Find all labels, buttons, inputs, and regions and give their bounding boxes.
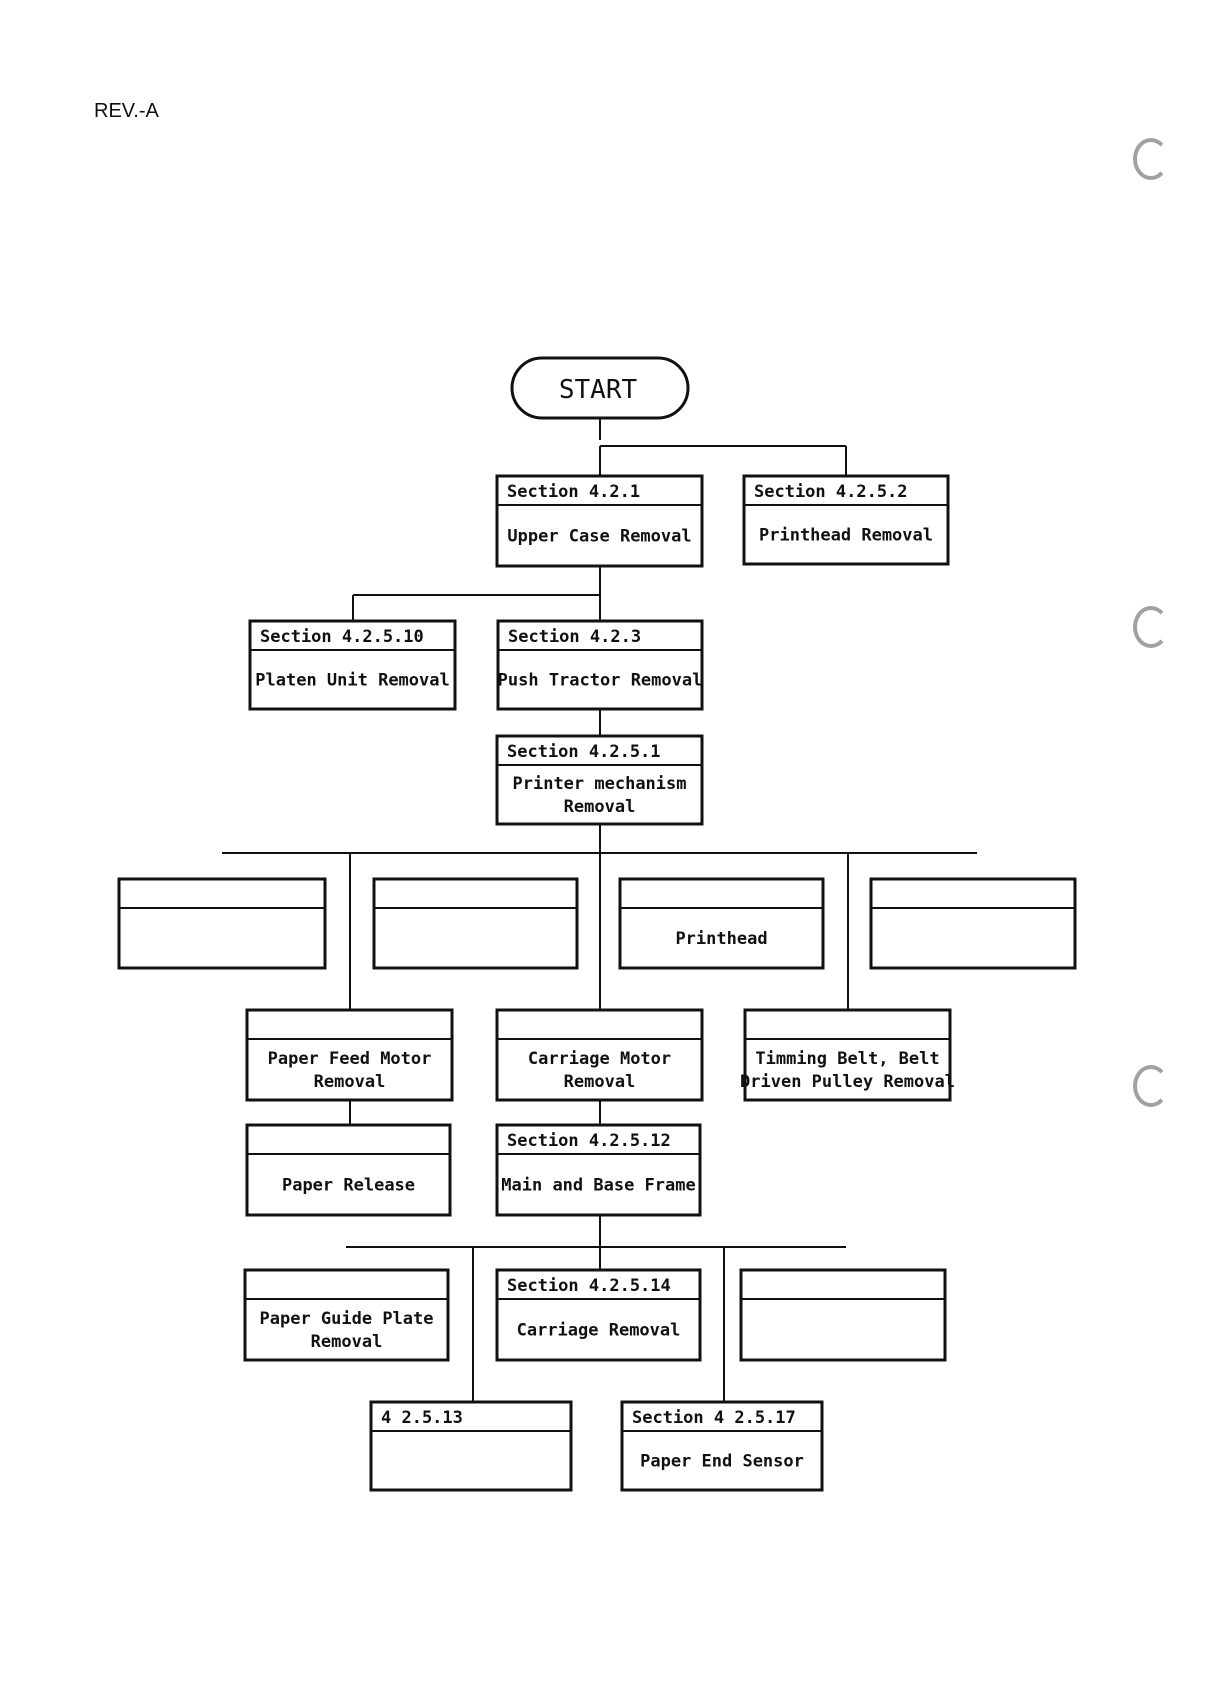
box-section-label: 4 2.5.13	[381, 1408, 463, 1428]
box-section-label: Section 4 2.5.17	[632, 1408, 796, 1428]
flow-box-bottom-left: 4 2.5.13	[369, 1400, 573, 1492]
box-frame	[739, 1268, 947, 1362]
box-frame	[248, 619, 457, 711]
start-terminator: START	[510, 356, 690, 420]
box-title-label: Printhead	[675, 929, 767, 949]
box-section-label: Section 4.2.5.1	[507, 742, 661, 762]
start-shape	[510, 356, 690, 420]
box-section-label: Section 4.2.5.12	[507, 1131, 671, 1151]
box-title-label: Push Tractor Removal	[498, 671, 703, 691]
flow-connectors	[222, 418, 977, 1402]
flow-box-row1-b	[372, 877, 579, 970]
box-title-label: Carriage Motor	[528, 1049, 671, 1069]
box-frame	[245, 1008, 454, 1102]
box-title-label: Platen Unit Removal	[255, 671, 449, 691]
punch-hole-top	[1133, 138, 1169, 180]
box-title-label: Driven Pulley Removal	[740, 1072, 955, 1092]
box-title-label: Paper Release	[282, 1176, 415, 1196]
box-frame	[495, 1008, 704, 1102]
box-title-label: Printer mechanism	[513, 774, 687, 794]
punch-hole-bottom	[1133, 1065, 1169, 1107]
box-frame	[369, 1400, 573, 1492]
start-label: START	[559, 375, 638, 405]
box-frame	[495, 474, 704, 568]
flow-box-row1-a	[117, 877, 327, 970]
box-title-label: Removal	[311, 1332, 383, 1352]
box-section-label: Section 4.2.1	[507, 482, 640, 502]
flow-box-paper-release: Paper Release	[245, 1123, 452, 1217]
box-frame	[496, 619, 704, 711]
box-section-label: Section 4.2.5.14	[507, 1276, 671, 1296]
box-title-label: Upper Case Removal	[507, 527, 691, 547]
box-frame	[372, 877, 579, 970]
box-title-label: Paper Feed Motor	[268, 1049, 432, 1069]
flow-box-row1-d	[869, 877, 1077, 970]
box-title-label: Timming Belt, Belt	[755, 1049, 939, 1069]
box-frame	[117, 877, 327, 970]
box-title-label: Removal	[314, 1072, 386, 1092]
flow-box-right-blank	[739, 1268, 947, 1362]
box-title-label: Removal	[564, 797, 636, 817]
box-title-label: Carriage Removal	[517, 1321, 681, 1341]
box-section-label: Section 4.2.3	[508, 627, 641, 647]
box-frame	[620, 1400, 824, 1492]
box-title-label: Printhead Removal	[759, 526, 933, 546]
box-title-label: Paper End Sensor	[640, 1452, 804, 1472]
box-frame	[243, 1268, 450, 1362]
box-frame	[495, 1268, 702, 1362]
box-frame	[743, 1008, 952, 1102]
box-frame	[495, 734, 704, 826]
box-section-label: Section 4.2.5.10	[260, 627, 424, 647]
box-title-label: Main and Base Frame	[501, 1176, 695, 1196]
flow-box-row1-c: Printhead	[618, 877, 825, 970]
box-section-label: Section 4.2.5.2	[754, 482, 908, 502]
box-frame	[742, 474, 950, 566]
revision-label: REV.-A	[94, 100, 159, 122]
box-title-label: Removal	[564, 1072, 636, 1092]
box-frame	[245, 1123, 452, 1217]
punch-hole-middle	[1133, 606, 1169, 648]
box-frame	[618, 877, 825, 970]
box-title-label: Paper Guide Plate	[260, 1309, 434, 1329]
box-frame	[869, 877, 1077, 970]
box-frame	[495, 1123, 702, 1217]
